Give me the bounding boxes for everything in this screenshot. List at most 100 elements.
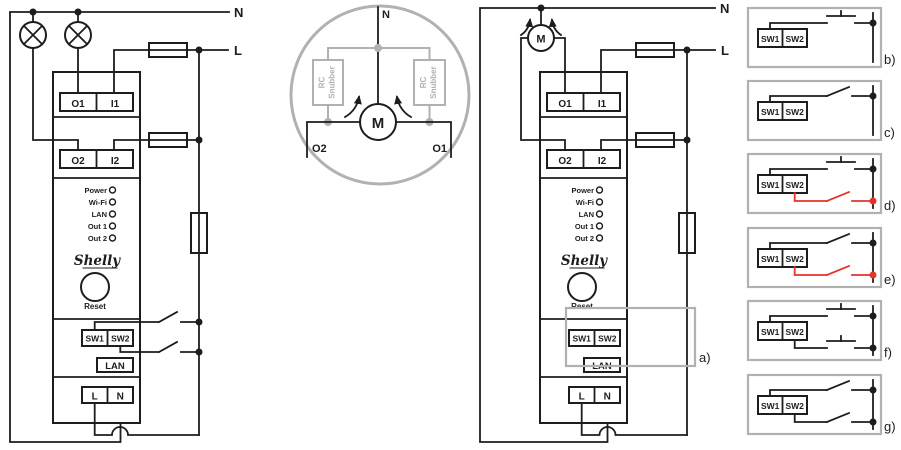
- motor-to-o1-wire: [553, 37, 566, 94]
- terminal-block-o2-i2: O2 I2: [546, 149, 621, 169]
- fuse-icon: [635, 132, 675, 148]
- variant-label: b): [884, 52, 896, 67]
- terminal-block-o1-i1: O1 I1: [546, 92, 621, 112]
- toggle-switch-icon: [825, 411, 851, 424]
- motor-to-o2-wire: [520, 37, 566, 151]
- variant-b: SW1 SW2 b): [746, 6, 896, 69]
- detail-neutral-label: N: [382, 9, 390, 21]
- rc-snubber-label: Snubber: [429, 66, 438, 98]
- fuse-icon: [148, 42, 188, 58]
- led-indicator: [108, 186, 117, 194]
- i2-live-wire: [113, 132, 203, 151]
- toggle-switch-icon: [825, 190, 851, 203]
- led-out1-label: Out 1: [88, 222, 107, 231]
- variant-f: SW1 SW2 f): [746, 299, 892, 362]
- detail-o1-label: O1: [432, 143, 447, 155]
- terminal-sw2-label: SW2: [785, 180, 804, 190]
- terminal-block-ln: L N: [81, 386, 134, 404]
- variant-label: g): [884, 419, 896, 434]
- terminal-block-o2-i2: O2 I2: [59, 149, 134, 169]
- terminal-l-label: L: [92, 392, 98, 403]
- led-indicator: [595, 186, 604, 194]
- live-label: L: [721, 43, 729, 58]
- variant-label: e): [884, 272, 896, 287]
- led-power-label: Power: [571, 186, 594, 195]
- terminal-i1-label: I1: [111, 99, 120, 110]
- led-wifi-label: Wi-Fi: [89, 198, 107, 207]
- lan-port: LAN: [96, 357, 134, 373]
- led-indicator: [595, 222, 604, 230]
- lamp-icon: [19, 11, 47, 49]
- sw-area-highlight-box: [564, 306, 697, 368]
- variant-label: c): [884, 125, 895, 140]
- live-drop-wire: [678, 49, 696, 436]
- toggle-switch-icon: [157, 340, 179, 354]
- annotation-a-label: a): [699, 350, 711, 365]
- switch-variants-column: SW1 SW2 b) SW1 SW2 c): [746, 6, 896, 436]
- led-out2-label: Out 2: [88, 234, 107, 243]
- fuse-icon: [635, 42, 675, 58]
- motor-detail-callout: N RC Snubber RC Snubber O2 O1: [289, 4, 471, 186]
- led-indicator: [108, 222, 117, 230]
- sw2-switch-circuit: [119, 340, 203, 356]
- led-power-label: Power: [84, 186, 107, 195]
- detail-circle: [289, 4, 471, 186]
- rc-snubber-right: RC Snubber: [413, 59, 446, 126]
- brand-logo: Shelly: [74, 253, 121, 269]
- led-indicator: [108, 210, 117, 218]
- live-label: L: [234, 43, 242, 58]
- variant-label: f): [884, 345, 892, 360]
- rc-snubber-label: RC: [419, 77, 428, 89]
- terminal-sw1-label: SW1: [761, 401, 780, 411]
- terminal-sw1-label: SW1: [761, 327, 780, 337]
- right-diagram: N M O1 I1 O2 I2: [479, 1, 729, 443]
- terminal-o1-label: O1: [558, 99, 572, 110]
- left-diagram: N O1 I1: [9, 5, 243, 443]
- terminal-block-ln: L N: [568, 386, 621, 404]
- reset-button: [567, 272, 597, 302]
- terminal-sw2-label: SW2: [598, 334, 617, 344]
- led-indicator: [595, 198, 604, 206]
- motor-icon: M: [519, 7, 563, 52]
- terminal-sw2-label: SW2: [785, 107, 804, 117]
- terminal-block-sw: SW1 SW2: [81, 329, 134, 347]
- reset-button: [80, 272, 110, 302]
- rotation-arrow-icon: [548, 18, 563, 37]
- sw1-switch-circuit: [93, 310, 203, 331]
- terminal-i2-label: I2: [111, 156, 120, 167]
- terminal-i1-label: I1: [598, 99, 607, 110]
- rotation-arrow-icon: [394, 95, 413, 119]
- terminal-sw2-label: SW2: [785, 401, 804, 411]
- reset-label: Reset: [84, 302, 106, 311]
- terminal-block-sw: SW1 SW2: [568, 329, 621, 347]
- reset-label: Reset: [571, 302, 593, 311]
- live-drop-wire: [190, 49, 208, 436]
- terminal-sw1-label: SW1: [761, 107, 780, 117]
- terminal-o1-label: O1: [71, 99, 85, 110]
- led-lan-label: LAN: [579, 210, 594, 219]
- neutral-label: N: [234, 5, 243, 20]
- shelly-device: O1 I1 O2 I2 Power Wi-Fi LAN Out 1 Out 2: [539, 71, 628, 424]
- terminal-n-label: N: [604, 392, 611, 403]
- terminal-sw2-label: SW2: [785, 254, 804, 264]
- led-out2-label: Out 2: [575, 234, 594, 243]
- led-panel: Power Wi-Fi LAN Out 1 Out 2: [571, 186, 604, 243]
- i2-live-wire: [600, 132, 691, 151]
- rc-snubber-left: RC Snubber: [312, 59, 344, 126]
- fuse-icon: [678, 212, 696, 254]
- push-button-icon: [826, 10, 856, 17]
- terminal-l-label: L: [579, 392, 585, 403]
- neutral-label: N: [720, 1, 729, 16]
- i1-live-wire: [113, 42, 229, 94]
- variant-label: d): [884, 198, 896, 213]
- toggle-switch-icon: [825, 85, 851, 98]
- led-indicator: [108, 198, 117, 206]
- variant-d: SW1 SW2 d): [746, 152, 896, 215]
- terminal-o2-label: O2: [558, 156, 572, 167]
- motor-icon: M: [359, 103, 397, 141]
- led-indicator: [108, 234, 117, 242]
- lamp1-to-o2-wire: [32, 47, 79, 151]
- led-indicator: [595, 234, 604, 242]
